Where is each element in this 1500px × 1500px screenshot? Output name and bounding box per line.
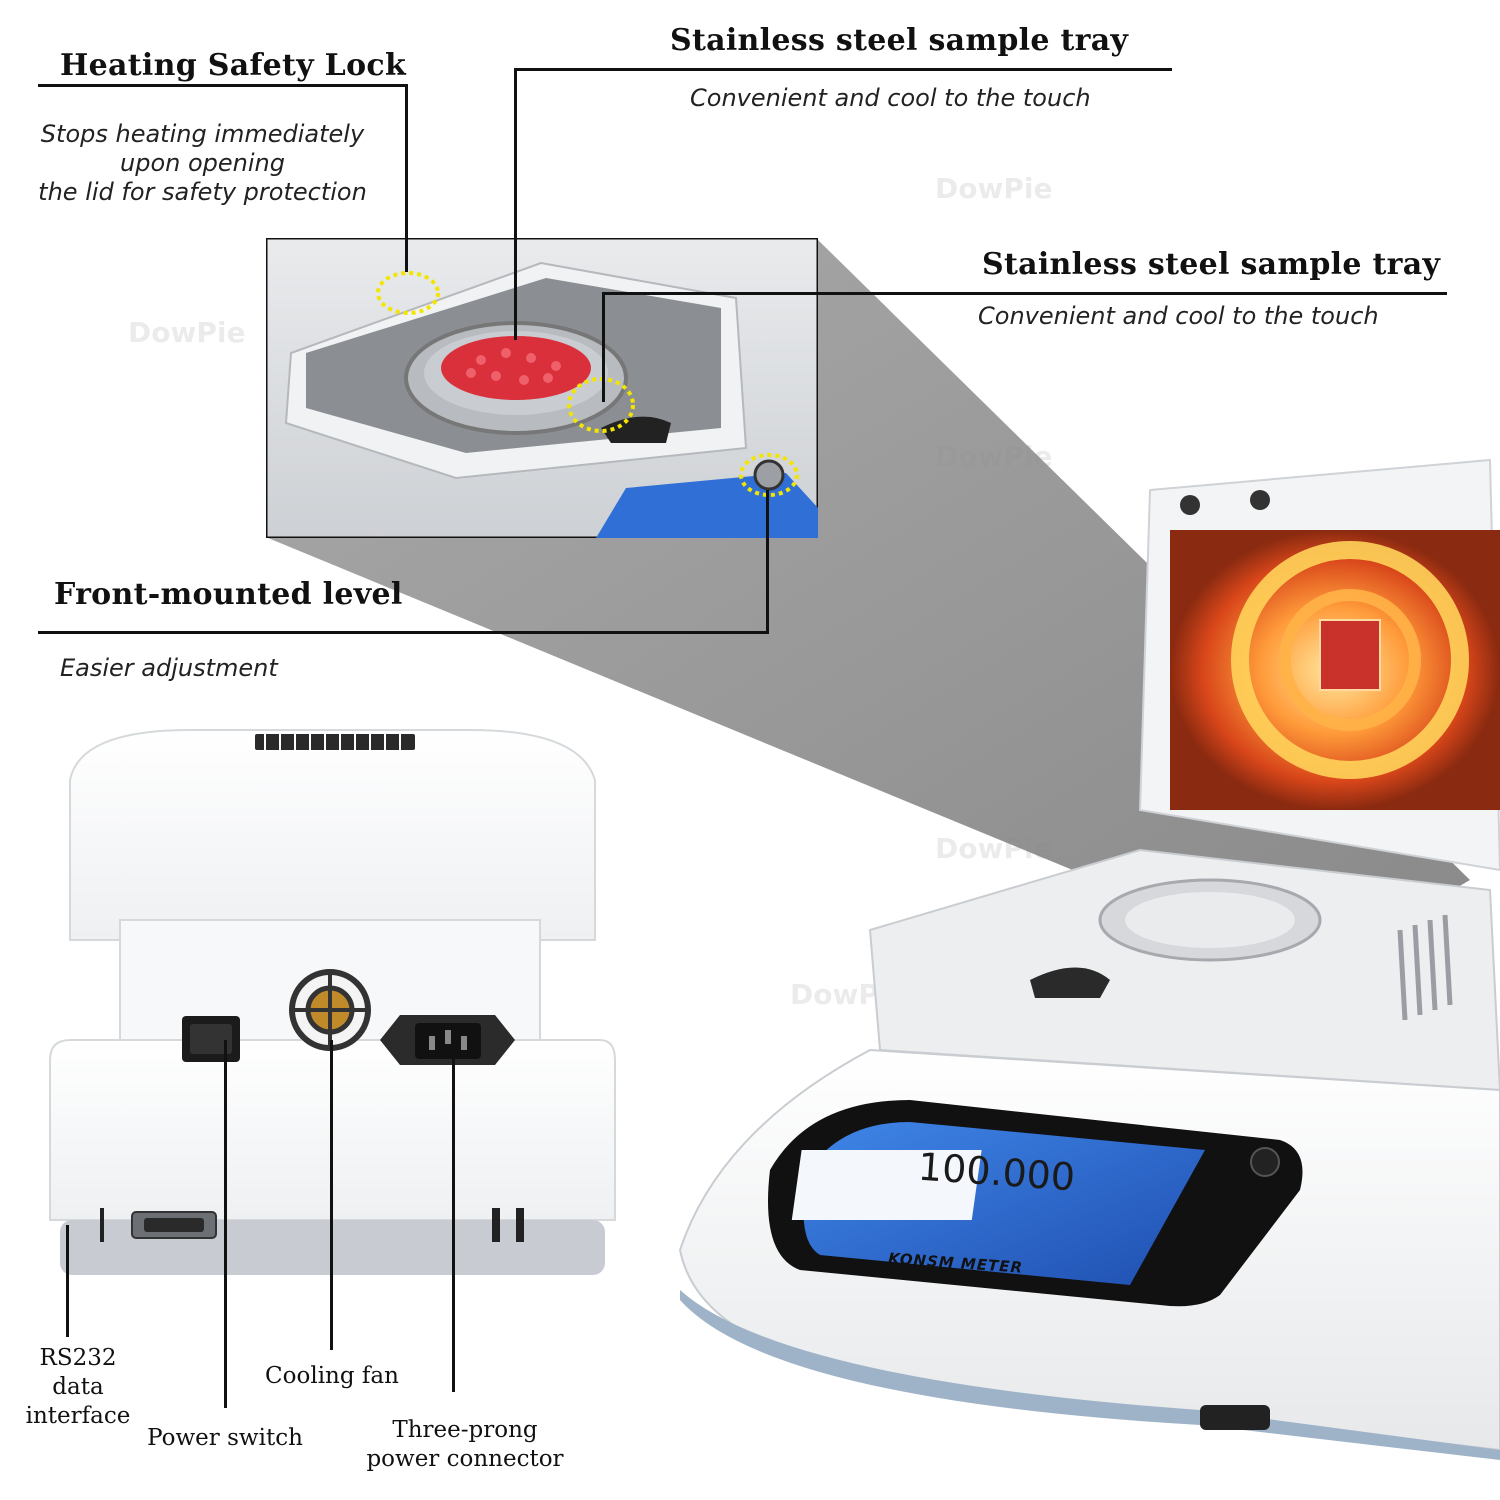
callout-line	[38, 631, 768, 634]
callout-line	[224, 1040, 227, 1408]
cooling-fan-label: Cooling fan	[265, 1363, 399, 1389]
label-line: RS232	[39, 1345, 117, 1371]
moisture-analyzer-rear-image	[49, 729, 616, 1275]
callout-line	[452, 1040, 455, 1392]
label-line: data interface	[25, 1374, 131, 1429]
callout-line	[602, 292, 605, 402]
callout-line	[514, 68, 1172, 71]
heating-safety-lock-description: Stops heating immediately upon opening t…	[30, 120, 375, 207]
callout-line	[514, 68, 517, 340]
heating-safety-lock-title: Heating Safety Lock	[60, 48, 407, 83]
description-line: the lid for safety protection	[38, 178, 367, 206]
rs232-label: RS232 data interface	[0, 1344, 156, 1431]
sample-tray-title-mid: Stainless steel sample tray	[982, 247, 1441, 282]
label-line: Three-prong	[392, 1417, 538, 1443]
description-line: Stops heating immediately	[40, 120, 365, 148]
moisture-analyzer-front-image	[678, 458, 1500, 1460]
sample-tray-subtitle-top: Convenient and cool to the touch	[690, 84, 1091, 112]
label-line: power connector	[366, 1446, 564, 1472]
description-line: upon opening	[120, 149, 285, 177]
callout-line	[330, 1040, 333, 1350]
watermark: DowPie	[935, 172, 1053, 205]
callout-line	[38, 84, 408, 87]
front-level-title: Front-mounted level	[54, 577, 403, 612]
front-level-subtitle: Easier adjustment	[60, 654, 278, 682]
power-switch-label: Power switch	[147, 1425, 303, 1451]
callout-line	[66, 1225, 69, 1337]
inset-closeup-image	[266, 238, 818, 538]
callout-line	[602, 292, 1447, 295]
sample-tray-subtitle-mid: Convenient and cool to the touch	[978, 302, 1379, 330]
callout-line	[766, 490, 769, 634]
sample-tray-title-top: Stainless steel sample tray	[670, 23, 1129, 58]
power-connector-label: Three-prong power connector	[360, 1416, 570, 1474]
callout-line	[405, 84, 408, 272]
watermark: DowPie	[128, 316, 246, 349]
